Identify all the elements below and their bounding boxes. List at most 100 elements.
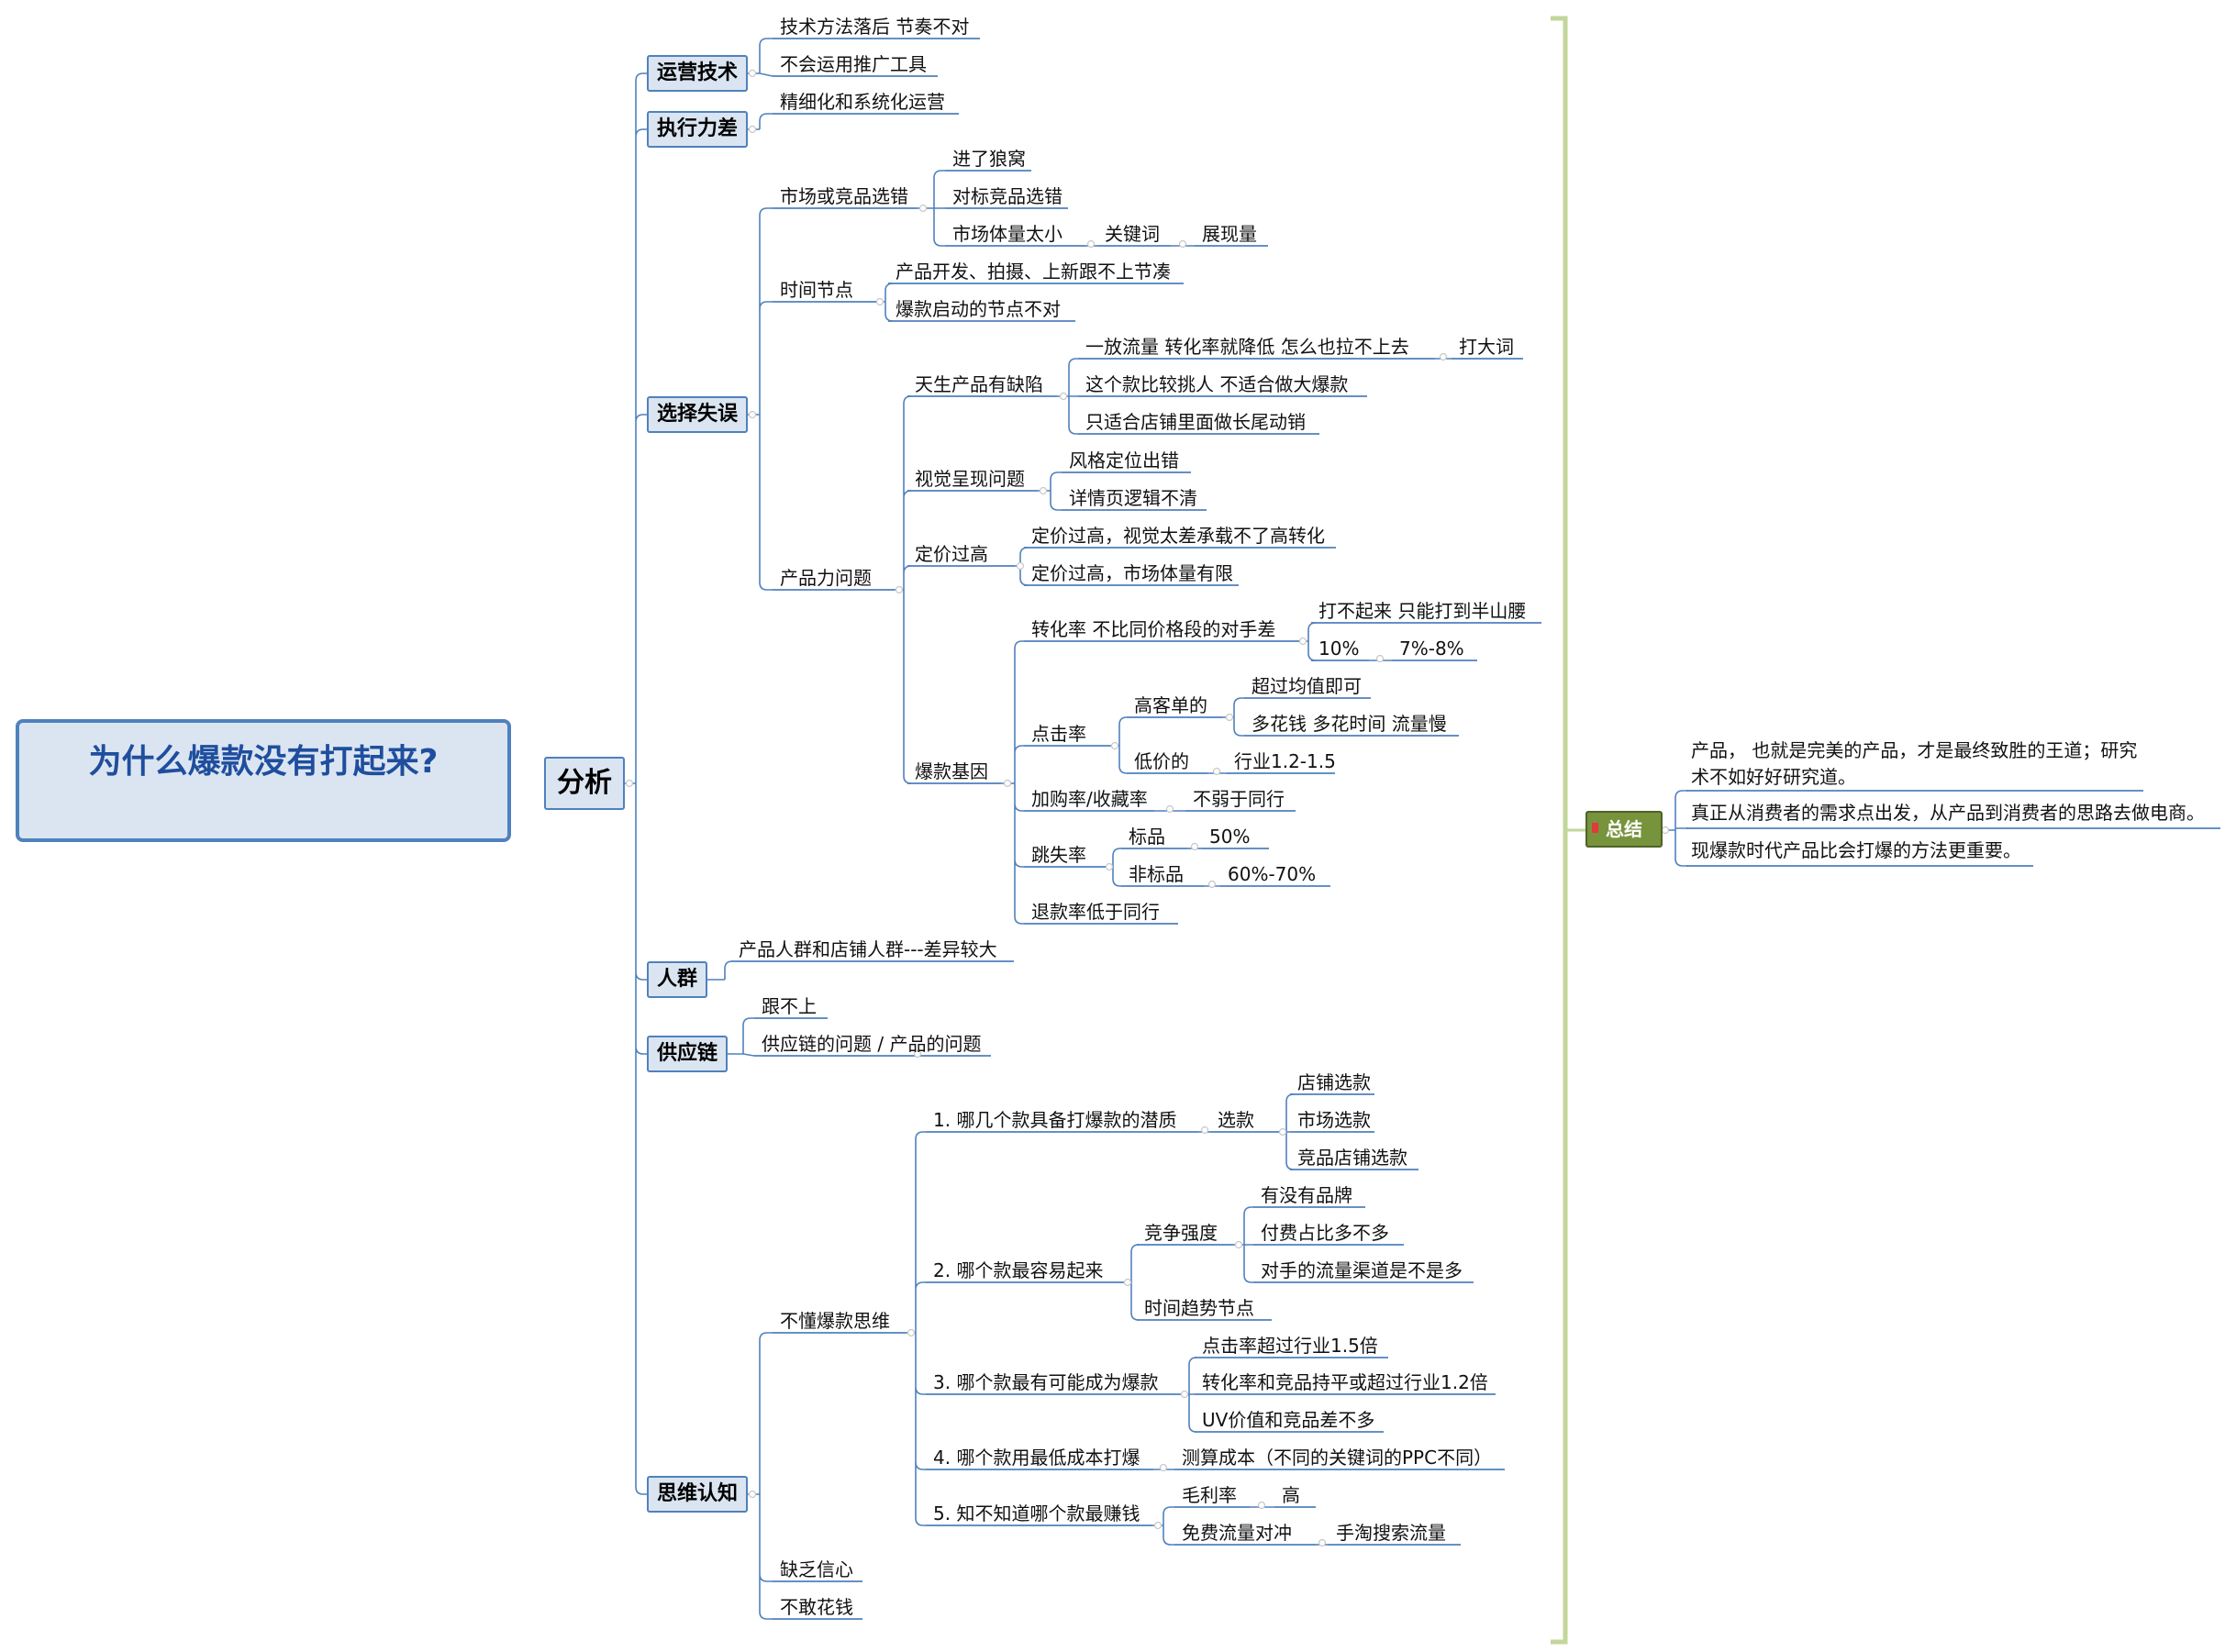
node-label-n57[interactable]: 市场选款 xyxy=(1297,1109,1371,1131)
branch-topic-analysis[interactable]: 分析 xyxy=(544,757,625,810)
collapse-dot-icon[interactable] xyxy=(748,69,757,78)
collapse-dot-icon[interactable] xyxy=(1016,561,1025,571)
collapse-dot-icon[interactable] xyxy=(1439,352,1448,361)
node-label-n71[interactable]: 5. 知不知道哪个款最赚钱 xyxy=(933,1502,1140,1524)
node-label-n11[interactable]: 关键词 xyxy=(1105,223,1160,245)
node-label-n69[interactable]: 4. 哪个款用最低成本打爆 xyxy=(933,1447,1140,1469)
collapse-dot-icon[interactable] xyxy=(1165,804,1174,814)
node-label-n29[interactable]: 转化率 不比同价格段的对手差 xyxy=(1031,618,1276,640)
node-label-n42[interactable]: 标品 xyxy=(1129,826,1165,848)
node-label-n36[interactable]: 多花钱 多花时间 流量慢 xyxy=(1252,713,1447,735)
node-label-n8[interactable]: 进了狼窝 xyxy=(952,148,1026,170)
node-label-n21[interactable]: 只适合店铺里面做长尾动销 xyxy=(1085,411,1306,433)
collapse-dot-icon[interactable] xyxy=(1190,842,1199,851)
topic-mindset[interactable]: 思维认知 xyxy=(647,1476,748,1513)
collapse-dot-icon[interactable] xyxy=(913,1049,922,1059)
node-label-n10[interactable]: 市场体量太小 xyxy=(952,223,1062,245)
node-label-n16[interactable]: 产品力问题 xyxy=(780,567,872,589)
node-label-n12[interactable]: 展现量 xyxy=(1202,223,1257,245)
topic-audience[interactable]: 人群 xyxy=(647,961,707,998)
node-label-n54[interactable]: 1. 哪几个款具备打爆款的潜质 xyxy=(933,1109,1177,1131)
node-label-n58[interactable]: 竞品店铺选款 xyxy=(1297,1147,1407,1169)
node-label-n66[interactable]: 点击率超过行业1.5倍 xyxy=(1202,1335,1378,1357)
node-label-n3[interactable]: 不会运用推广工具 xyxy=(780,53,927,75)
collapse-dot-icon[interactable] xyxy=(1105,862,1114,871)
topic-execution[interactable]: 执行力差 xyxy=(647,111,748,148)
node-label-n70[interactable]: 测算成本（不同的关键词的PPC不同） xyxy=(1182,1447,1493,1469)
node-label-n48[interactable]: 产品人群和店铺人群---差异较大 xyxy=(739,938,997,960)
node-label-n45[interactable]: 60%-70% xyxy=(1228,863,1317,885)
node-label-n61[interactable]: 有没有品牌 xyxy=(1261,1184,1352,1206)
collapse-dot-icon[interactable] xyxy=(748,1490,757,1499)
node-label-n68[interactable]: UV价值和竞品差不多 xyxy=(1202,1409,1375,1431)
node-label-n41[interactable]: 跳失率 xyxy=(1031,844,1086,866)
node-label-n73[interactable]: 高 xyxy=(1282,1484,1300,1506)
collapse-dot-icon[interactable] xyxy=(907,1328,916,1337)
collapse-dot-icon[interactable] xyxy=(1212,767,1221,776)
collapse-dot-icon[interactable] xyxy=(1178,239,1187,249)
collapse-dot-icon[interactable] xyxy=(1298,637,1307,646)
node-label-n65[interactable]: 3. 哪个款最有可能成为爆款 xyxy=(933,1371,1159,1393)
node-label-n74[interactable]: 免费流量对冲 xyxy=(1182,1522,1292,1544)
node-label-n18[interactable]: 一放流量 转化率就降低 怎么也拉不上去 xyxy=(1085,336,1409,358)
collapse-dot-icon[interactable] xyxy=(1234,1240,1243,1249)
node-label-n37[interactable]: 低价的 xyxy=(1134,750,1189,772)
node-label-n9[interactable]: 对标竞品选错 xyxy=(952,185,1062,207)
node-label-n5[interactable]: 精细化和系统化运营 xyxy=(780,91,945,113)
node-label-n44[interactable]: 非标品 xyxy=(1129,863,1184,885)
node-label-n76[interactable]: 缺乏信心 xyxy=(780,1558,853,1580)
topic-supply-chain[interactable]: 供应链 xyxy=(647,1036,728,1072)
node-label-n50[interactable]: 跟不上 xyxy=(762,995,817,1017)
topic-operations-tech[interactable]: 运营技术 xyxy=(647,55,748,92)
node-label-n13[interactable]: 时间节点 xyxy=(780,279,853,301)
collapse-dot-icon[interactable] xyxy=(1257,1501,1266,1510)
node-label-n34[interactable]: 高客单的 xyxy=(1134,694,1207,716)
collapse-dot-icon[interactable] xyxy=(1207,880,1217,889)
collapse-dot-icon[interactable] xyxy=(1200,1125,1209,1135)
collapse-dot-icon[interactable] xyxy=(875,297,884,306)
collapse-dot-icon[interactable] xyxy=(1110,741,1119,750)
collapse-dot-icon[interactable] xyxy=(625,779,634,788)
collapse-dot-icon[interactable] xyxy=(1039,486,1048,495)
node-label-n2[interactable]: 技术方法落后 节奏不对 xyxy=(780,16,970,38)
collapse-dot-icon[interactable] xyxy=(1375,654,1385,663)
node-label-n23[interactable]: 风格定位出错 xyxy=(1069,449,1179,471)
node-label-n35[interactable]: 超过均值即可 xyxy=(1252,675,1362,697)
node-label-n53[interactable]: 不懂爆款思维 xyxy=(780,1310,890,1332)
node-label-n62[interactable]: 付费占比多不多 xyxy=(1261,1222,1389,1244)
summary-topic[interactable]: 总结 xyxy=(1585,811,1663,848)
collapse-dot-icon[interactable] xyxy=(1003,779,1012,788)
collapse-dot-icon[interactable] xyxy=(1318,1538,1327,1547)
node-label-n75[interactable]: 手淘搜索流量 xyxy=(1336,1522,1446,1544)
node-label-n67[interactable]: 转化率和竞品持平或超过行业1.2倍 xyxy=(1202,1371,1488,1393)
node-label-n60[interactable]: 竞争强度 xyxy=(1144,1222,1218,1244)
node-label-n43[interactable]: 50% xyxy=(1209,826,1251,848)
collapse-dot-icon[interactable] xyxy=(1123,1278,1132,1287)
collapse-dot-icon[interactable] xyxy=(1059,392,1068,401)
node-label-n31[interactable]: 10% xyxy=(1318,638,1360,660)
node-label-n32[interactable]: 7%-8% xyxy=(1399,638,1464,660)
collapse-dot-icon[interactable] xyxy=(1086,239,1096,249)
node-label-n51[interactable]: 供应链的问题 / 产品的问题 xyxy=(762,1033,982,1055)
node-label-n28[interactable]: 爆款基因 xyxy=(915,760,988,782)
node-label-n38[interactable]: 行业1.2-1.5 xyxy=(1234,750,1336,772)
node-label-n14[interactable]: 产品开发、拍摄、上新跟不上节凑 xyxy=(896,261,1171,283)
node-label-n64[interactable]: 时间趋势节点 xyxy=(1144,1297,1254,1319)
node-label-n39[interactable]: 加购率/收藏率 xyxy=(1031,788,1148,810)
collapse-dot-icon[interactable] xyxy=(1225,713,1234,722)
collapse-dot-icon[interactable] xyxy=(1180,1390,1189,1399)
node-label-n24[interactable]: 详情页逻辑不清 xyxy=(1069,487,1197,509)
node-label-n55[interactable]: 选款 xyxy=(1218,1109,1254,1131)
node-label-n59[interactable]: 2. 哪个款最容易起来 xyxy=(933,1259,1104,1281)
collapse-dot-icon[interactable] xyxy=(1159,1463,1168,1472)
node-label-n17[interactable]: 天生产品有缺陷 xyxy=(915,373,1043,395)
node-label-n72[interactable]: 毛利率 xyxy=(1182,1484,1237,1506)
collapse-dot-icon[interactable] xyxy=(748,410,757,419)
node-label-n27[interactable]: 定价过高，市场体量有限 xyxy=(1031,562,1233,584)
node-label-n30[interactable]: 打不起来 只能打到半山腰 xyxy=(1318,600,1527,622)
topic-selection-error[interactable]: 选择失误 xyxy=(647,396,748,433)
node-label-n15[interactable]: 爆款启动的节点不对 xyxy=(896,298,1061,320)
node-label-n63[interactable]: 对手的流量渠道是不是多 xyxy=(1261,1259,1463,1281)
collapse-dot-icon[interactable] xyxy=(918,204,928,213)
root-topic[interactable]: 为什么爆款没有打起来? xyxy=(16,719,511,842)
